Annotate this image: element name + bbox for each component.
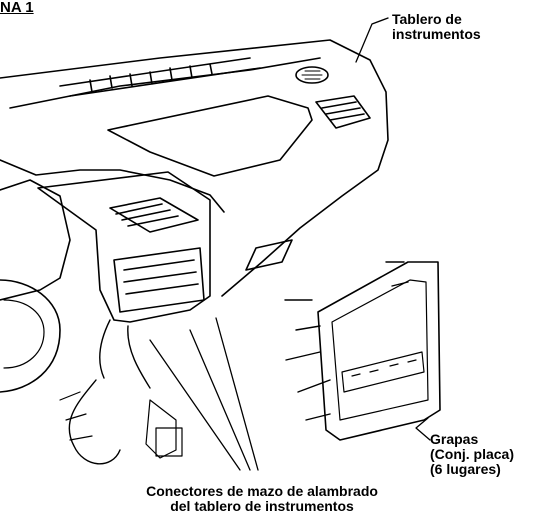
label-grapas: Grapas (Conj. placa) (6 lugares) (430, 432, 514, 477)
top-panel (107, 95, 313, 177)
dash-top-ridge (9, 57, 321, 109)
label-conectores-line2: del tablero de instrumentos (170, 498, 354, 514)
speaker-grille (295, 66, 329, 84)
dash-lower-edge (0, 159, 225, 213)
center-stack (37, 171, 211, 323)
defrost-strip (59, 57, 261, 97)
center-vents (109, 197, 199, 233)
steering-column (0, 279, 61, 393)
dash-top-outline (0, 39, 389, 297)
label-conectores: Conectores de mazo de alambrado del tabl… (112, 484, 412, 514)
label-grapas-line2: (Conj. placa) (430, 446, 515, 462)
label-conectores-line1: Conectores de mazo de alambrado (146, 483, 378, 499)
clip-locator-lines (284, 261, 409, 421)
label-tablero-line2: instrumentos (392, 26, 481, 42)
trim-plate (317, 261, 441, 441)
left-cluster (0, 179, 71, 301)
leader-tablero (355, 17, 389, 63)
label-tablero-instrumentos: Tablero de instrumentos (392, 12, 481, 42)
harness (68, 319, 151, 465)
leader-grapas (415, 417, 431, 441)
label-tablero-line1: Tablero de (392, 11, 462, 27)
leader-conectores (149, 317, 259, 471)
radio-unit (113, 247, 205, 313)
label-grapas-line3: (6 lugares) (430, 461, 501, 477)
right-vent (315, 95, 371, 129)
trim-plate-controls (341, 351, 425, 393)
glovebox-badge (245, 239, 293, 271)
label-grapas-line1: Grapas (430, 431, 479, 447)
figure-tag: NA 1 (0, 0, 34, 16)
